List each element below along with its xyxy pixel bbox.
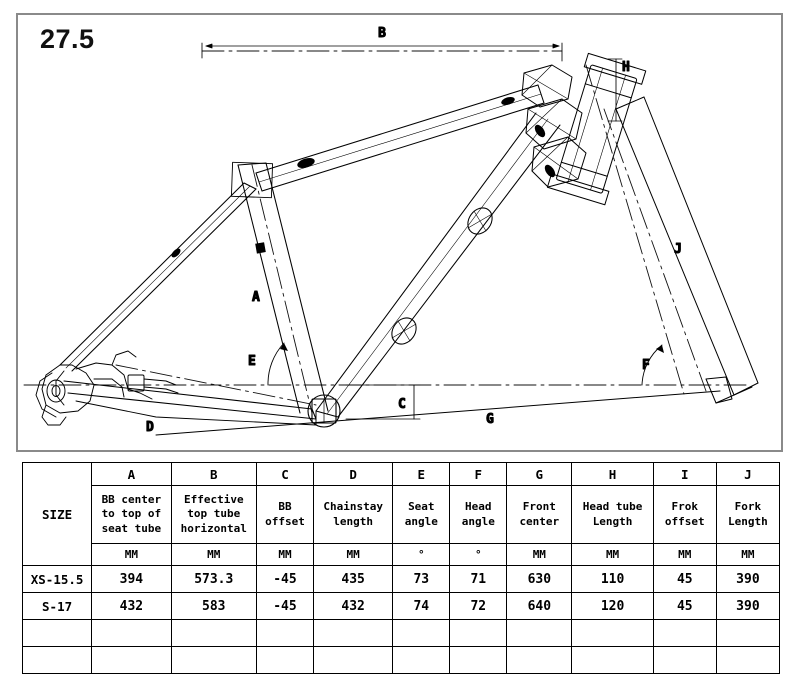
table-letter-i: I — [652, 462, 717, 486]
table-unit-g: MM — [506, 543, 573, 566]
table-cell-e: 73 — [392, 565, 451, 593]
table-unit-a: MM — [91, 543, 172, 566]
table-row: S-17 432 583 -45 432 74 72 640 120 45 39… — [21, 592, 781, 620]
table-cell-a: 394 — [91, 565, 172, 593]
table-desc-g: Front center — [506, 485, 573, 544]
table-cell-f: 71 — [449, 565, 508, 593]
table-cell-e — [392, 619, 451, 647]
table-cell-h — [571, 646, 654, 674]
dimension-label-G: G — [486, 412, 494, 427]
table-cell-j: 390 — [715, 592, 781, 620]
table-desc-h: Head tube Length — [571, 485, 654, 544]
table-cell-b — [170, 619, 258, 647]
table-cell-a — [91, 619, 172, 647]
table-unit-i: MM — [652, 543, 717, 566]
table-desc-j: Fork Length — [715, 485, 781, 544]
table-cell-size: S-17 — [21, 592, 93, 620]
table-cell-i — [652, 619, 717, 647]
dimension-label-A: A — [252, 290, 260, 305]
table-row — [21, 646, 781, 674]
table-unit-d: MM — [312, 543, 394, 566]
dimension-label-C: C — [398, 397, 406, 412]
table-letter-g: G — [506, 462, 573, 486]
table-cell-d: 435 — [312, 565, 394, 593]
table-row — [21, 619, 781, 647]
table-cell-b: 573.3 — [170, 565, 258, 593]
table-cell-f — [449, 619, 508, 647]
table-cell-j — [715, 646, 781, 674]
table-cell-h — [571, 619, 654, 647]
table-header-size: SIZE — [21, 462, 93, 566]
dimension-label-F: F — [642, 358, 650, 373]
table-unit-row: MM MM MM MM ° ° MM MM MM MM — [23, 543, 781, 566]
table-letter-e: E — [392, 462, 451, 486]
table-cell-h: 120 — [571, 592, 654, 620]
table-desc-c: BB offset — [256, 485, 314, 544]
table-cell-i — [652, 646, 717, 674]
table-cell-g: 640 — [506, 592, 573, 620]
table-unit-c: MM — [256, 543, 314, 566]
table-cell-h: 110 — [571, 565, 654, 593]
geometry-table: SIZE A B C D E F G H I J BB center to to… — [21, 462, 781, 674]
table-cell-i: 45 — [652, 565, 717, 593]
dimension-label-J: J — [674, 242, 682, 257]
dimension-label-E: E — [248, 354, 256, 369]
table-desc-b: Effective top tube horizontal — [170, 485, 258, 544]
table-letter-a: A — [91, 462, 172, 486]
table-cell-d — [312, 619, 394, 647]
table-letter-j: J — [715, 462, 781, 486]
table-cell-f: 72 — [449, 592, 508, 620]
table-cell-c — [256, 619, 314, 647]
dimension-label-H: H — [622, 60, 630, 75]
table-cell-g — [506, 619, 573, 647]
table-unit-b: MM — [170, 543, 258, 566]
table-cell-a: 432 — [91, 592, 172, 620]
dimension-label-B: B — [378, 26, 386, 41]
table-letter-row: SIZE A B C D E F G H I J — [21, 462, 781, 566]
table-cell-size: XS-15.5 — [21, 565, 93, 593]
table-desc-i: Frok offset — [652, 485, 717, 544]
table-cell-d: 432 — [312, 592, 394, 620]
table-cell-d — [312, 646, 394, 674]
table-cell-f — [449, 646, 508, 674]
table-unit-e: ° — [392, 543, 451, 566]
table-unit-h: MM — [571, 543, 654, 566]
frame-technical-drawing: B A C D E F G H J — [23, 25, 759, 436]
table-desc-a: BB center to top of seat tube — [91, 485, 172, 544]
table-cell-c: -45 — [256, 592, 314, 620]
table-description-row: BB center to top of seat tube Effective … — [23, 485, 781, 544]
table-cell-i: 45 — [652, 592, 717, 620]
table-letter-h: H — [571, 462, 654, 486]
table-cell-c: -45 — [256, 565, 314, 593]
table-unit-j: MM — [715, 543, 781, 566]
table-cell-e: 74 — [392, 592, 451, 620]
table-cell-c — [256, 646, 314, 674]
table-cell-b: 583 — [170, 592, 258, 620]
table-desc-d: Chainstay length — [312, 485, 394, 544]
table-letter-d: D — [312, 462, 394, 486]
table-cell-a — [91, 646, 172, 674]
page-title: 27.5 — [40, 24, 95, 54]
table-cell-size — [21, 619, 93, 647]
table-cell-g — [506, 646, 573, 674]
table-unit-f: ° — [449, 543, 508, 566]
table-desc-e: Seat angle — [392, 485, 451, 544]
table-cell-g: 630 — [506, 565, 573, 593]
table-letter-c: C — [256, 462, 314, 486]
table-cell-j: 390 — [715, 565, 781, 593]
table-cell-size — [21, 646, 93, 674]
dimension-label-D: D — [146, 420, 154, 435]
table-letter-f: F — [449, 462, 508, 486]
table-cell-b — [170, 646, 258, 674]
table-cell-e — [392, 646, 451, 674]
table-cell-j — [715, 619, 781, 647]
table-row: XS-15.5 394 573.3 -45 435 73 71 630 110 … — [21, 565, 781, 593]
table-desc-f: Head angle — [449, 485, 508, 544]
table-letter-b: B — [170, 462, 258, 486]
